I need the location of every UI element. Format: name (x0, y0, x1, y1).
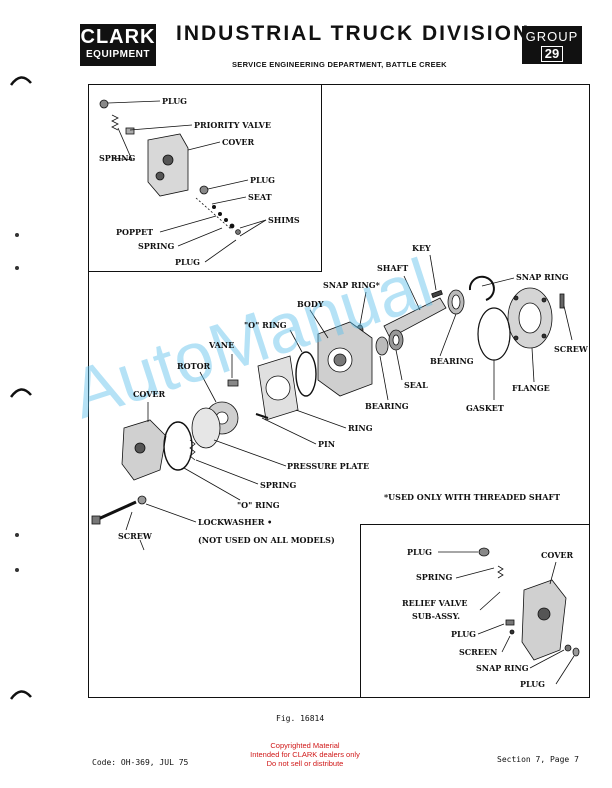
label-relief-plug-mid: PLUG (451, 629, 477, 639)
label-relief-valve-line1: RELIEF VALVE (402, 598, 468, 608)
label-spring-pump: SPRING (260, 480, 297, 490)
page-dot (15, 233, 19, 237)
label-spring-lower: SPRING (138, 241, 175, 251)
label-body: BODY (297, 299, 324, 309)
label-bearing-right: BEARING (430, 356, 474, 366)
page-dot (15, 266, 19, 270)
label-plug-bottom: PLUG (175, 257, 201, 267)
group-number: 29 (540, 46, 564, 62)
label-snap-ring-star: SNAP RING* (323, 280, 380, 290)
group-label: GROUP (525, 29, 579, 44)
label-key: KEY (412, 243, 431, 253)
label-vane: VANE (209, 340, 235, 350)
binder-hole-mark (9, 686, 32, 700)
label-seal: SEAL (404, 380, 428, 390)
copyright-line1: Copyrighted Material (270, 741, 340, 750)
label-relief-snap-ring: SNAP RING (476, 663, 529, 673)
page-title: INDUSTRIAL TRUCK DIVISION (176, 22, 531, 45)
figure-caption: Fig. 16814 (276, 714, 325, 723)
label-shaft: SHAFT (377, 263, 409, 273)
section-page: Section 7, Page 7 (497, 755, 579, 764)
label-poppet: POPPET (116, 227, 154, 237)
label-gasket: GASKET (466, 403, 504, 413)
label-snap-ring-right: SNAP RING (516, 272, 569, 282)
logo-line2: EQUIPMENT (86, 49, 150, 60)
copyright-line2: Intended for CLARK dealers only (250, 750, 360, 759)
label-relief-screen: SCREEN (459, 647, 498, 657)
group-badge: GROUP 29 (522, 26, 582, 64)
label-pressure-plate: PRESSURE PLATE (287, 461, 370, 471)
label-lockwasher: LOCKWASHER • (198, 517, 273, 527)
binder-hole-mark (9, 72, 32, 86)
label-plug-top: PLUG (162, 96, 188, 106)
threaded-shaft-note: *USED ONLY WITH THREADED SHAFT (384, 492, 561, 502)
label-cover-pump: COVER (133, 389, 166, 399)
label-relief-spring: SPRING (416, 572, 453, 582)
label-cover: COVER (222, 137, 255, 147)
label-screw-left: SCREW (118, 531, 152, 541)
label-ring: RING (348, 423, 373, 433)
label-relief-plug-bottom: PLUG (520, 679, 546, 689)
label-seat: SEAT (248, 192, 272, 202)
label-relief-valve-line2: SUB-ASSY. (412, 611, 461, 621)
relief-valve-inset (360, 524, 590, 698)
label-bearing-lower: BEARING (365, 401, 409, 411)
label-pin: PIN (318, 439, 336, 449)
label-relief-cover: COVER (541, 550, 574, 560)
priority-valve-inset (88, 84, 322, 272)
clark-logo: CLARK EQUIPMENT (80, 24, 156, 66)
label-relief-plug-top: PLUG (407, 547, 433, 557)
page-subtitle: SERVICE ENGINEERING DEPARTMENT, BATTLE C… (232, 60, 447, 69)
label-priority-valve: PRIORITY VALVE (194, 120, 271, 130)
label-rotor: ROTOR (177, 361, 211, 371)
page-dot (15, 568, 19, 572)
label-spring-left: SPRING (99, 153, 136, 163)
label-o-ring-bottom: "O" RING (237, 500, 280, 510)
label-o-ring-top: "O" RING (244, 320, 287, 330)
document-code: Code: OH-369, JUL 75 (92, 758, 189, 767)
copyright-line3: Do not sell or distribute (266, 759, 344, 768)
label-shims: SHIMS (268, 215, 300, 225)
logo-line1: CLARK (80, 26, 156, 48)
label-screw-right: SCREW (554, 344, 588, 354)
diagram-frame (88, 84, 590, 698)
copyright-notice: Copyrighted Material Intended for CLARK … (230, 741, 380, 768)
label-lockwasher-note: (NOT USED ON ALL MODELS) (198, 535, 335, 545)
page-dot (15, 533, 19, 537)
label-flange: FLANGE (512, 383, 550, 393)
binder-hole-mark (9, 384, 32, 398)
label-plug-mid: PLUG (250, 175, 276, 185)
